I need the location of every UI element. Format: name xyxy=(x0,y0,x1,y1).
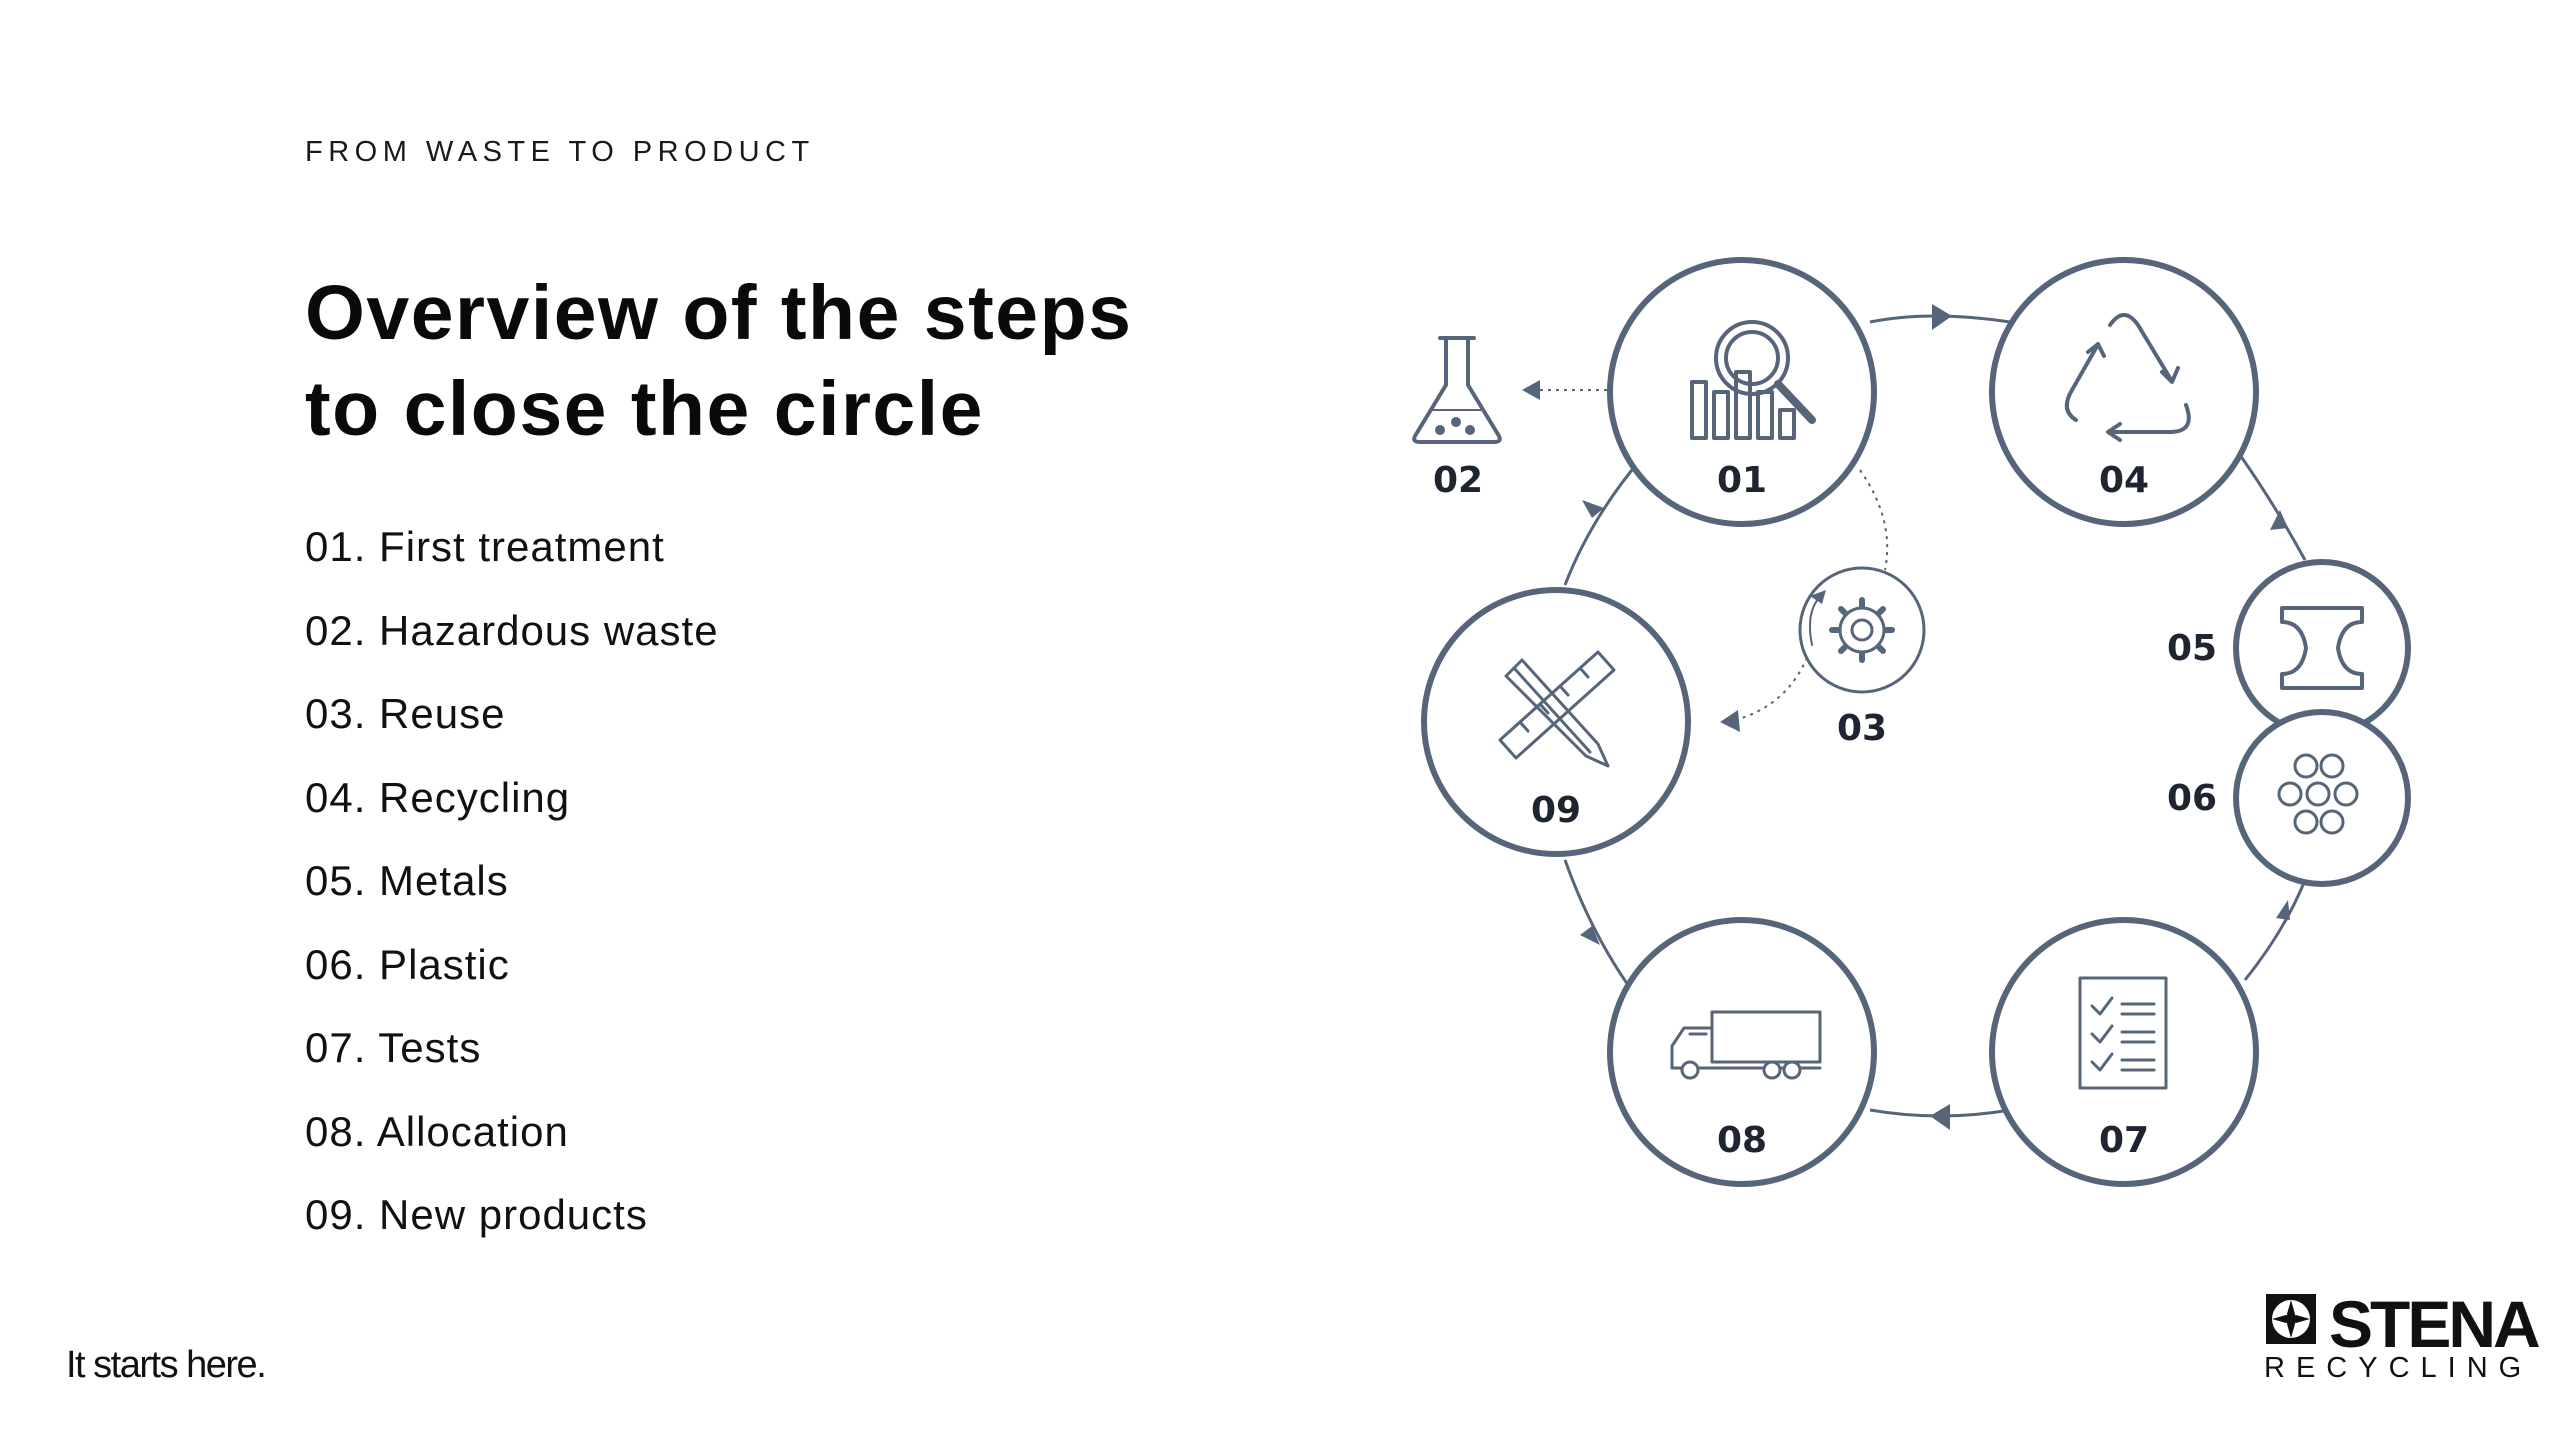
connector-04-05 xyxy=(2238,454,2307,561)
connector-09-01 xyxy=(1563,459,1642,586)
arrow-head xyxy=(1930,1104,1950,1130)
connector-01-03 xyxy=(1859,469,1889,571)
arrow-head xyxy=(1720,710,1740,732)
list-item: 06. Plastic xyxy=(305,940,510,988)
list-item: 09. New products xyxy=(305,1191,648,1238)
eyebrow-label: FROM WASTE TO PRODUCT xyxy=(305,136,815,168)
arrow-head xyxy=(1932,304,1952,330)
title-line-2: to close the circle xyxy=(305,366,984,452)
plastic-pellets-icon xyxy=(2277,753,2359,835)
gear-icon xyxy=(1809,590,1895,663)
arrow-head xyxy=(1580,926,1600,945)
node-08-circle xyxy=(1607,917,1877,1187)
ruler-pencil-icon xyxy=(1498,650,1616,768)
stena-mark-icon xyxy=(2266,1294,2316,1344)
connector-03-09 xyxy=(1734,649,1811,721)
node-label-06: 06 xyxy=(2167,778,2217,819)
list-item: 02. Hazardous waste xyxy=(305,606,719,654)
list-item: 07. Tests xyxy=(305,1024,482,1071)
page-title: Overview of the steps to close the circl… xyxy=(305,265,1305,457)
node-06-circle xyxy=(2233,709,2411,887)
node-05-circle xyxy=(2233,559,2411,737)
brand-subtitle: RECYCLING xyxy=(2264,1352,2533,1384)
node-03-circle xyxy=(1798,566,1926,694)
arrow-head xyxy=(2270,510,2288,530)
node-label-02: 02 xyxy=(1433,460,1483,501)
node-label-07: 07 xyxy=(2099,1120,2149,1161)
truck-icon xyxy=(1670,1010,1822,1080)
node-04-circle xyxy=(1989,257,2259,527)
node-label-09: 09 xyxy=(1531,790,1581,831)
tagline: It starts here. xyxy=(66,1344,267,1386)
connector-06-07 xyxy=(2243,879,2307,981)
brand-name: STENA xyxy=(2329,1287,2541,1361)
steps-list: 01. First treatment 02. Hazardous waste … xyxy=(305,505,719,1257)
metal-beam-icon xyxy=(2280,606,2364,690)
list-item: 04. Recycling xyxy=(305,773,571,821)
recycle-icon xyxy=(2064,313,2191,442)
list-item: 03. Reuse xyxy=(305,690,506,737)
list-item: 08. Allocation xyxy=(305,1107,569,1155)
brand-logo: STENA RECYCLING xyxy=(2264,1287,2541,1390)
list-item: 05. Metals xyxy=(305,857,509,904)
node-07-circle xyxy=(1989,917,2259,1187)
list-item: 01. First treatment xyxy=(305,523,665,570)
checklist-icon xyxy=(2078,976,2168,1090)
node-label-04: 04 xyxy=(2099,460,2149,501)
node-label-01: 01 xyxy=(1717,460,1767,501)
title-line-1: Overview of the steps xyxy=(305,270,1133,356)
node-label-08: 08 xyxy=(1717,1120,1767,1161)
flask-icon xyxy=(1412,336,1502,444)
node-label-05: 05 xyxy=(2167,628,2217,669)
arrow-head xyxy=(1582,500,1604,518)
arrow-head xyxy=(2276,900,2290,920)
connector-08-09 xyxy=(1563,859,1630,986)
magnifier-chart-icon xyxy=(1690,320,1816,440)
arrow-head xyxy=(1522,380,1540,400)
node-label-03: 03 xyxy=(1837,708,1887,749)
